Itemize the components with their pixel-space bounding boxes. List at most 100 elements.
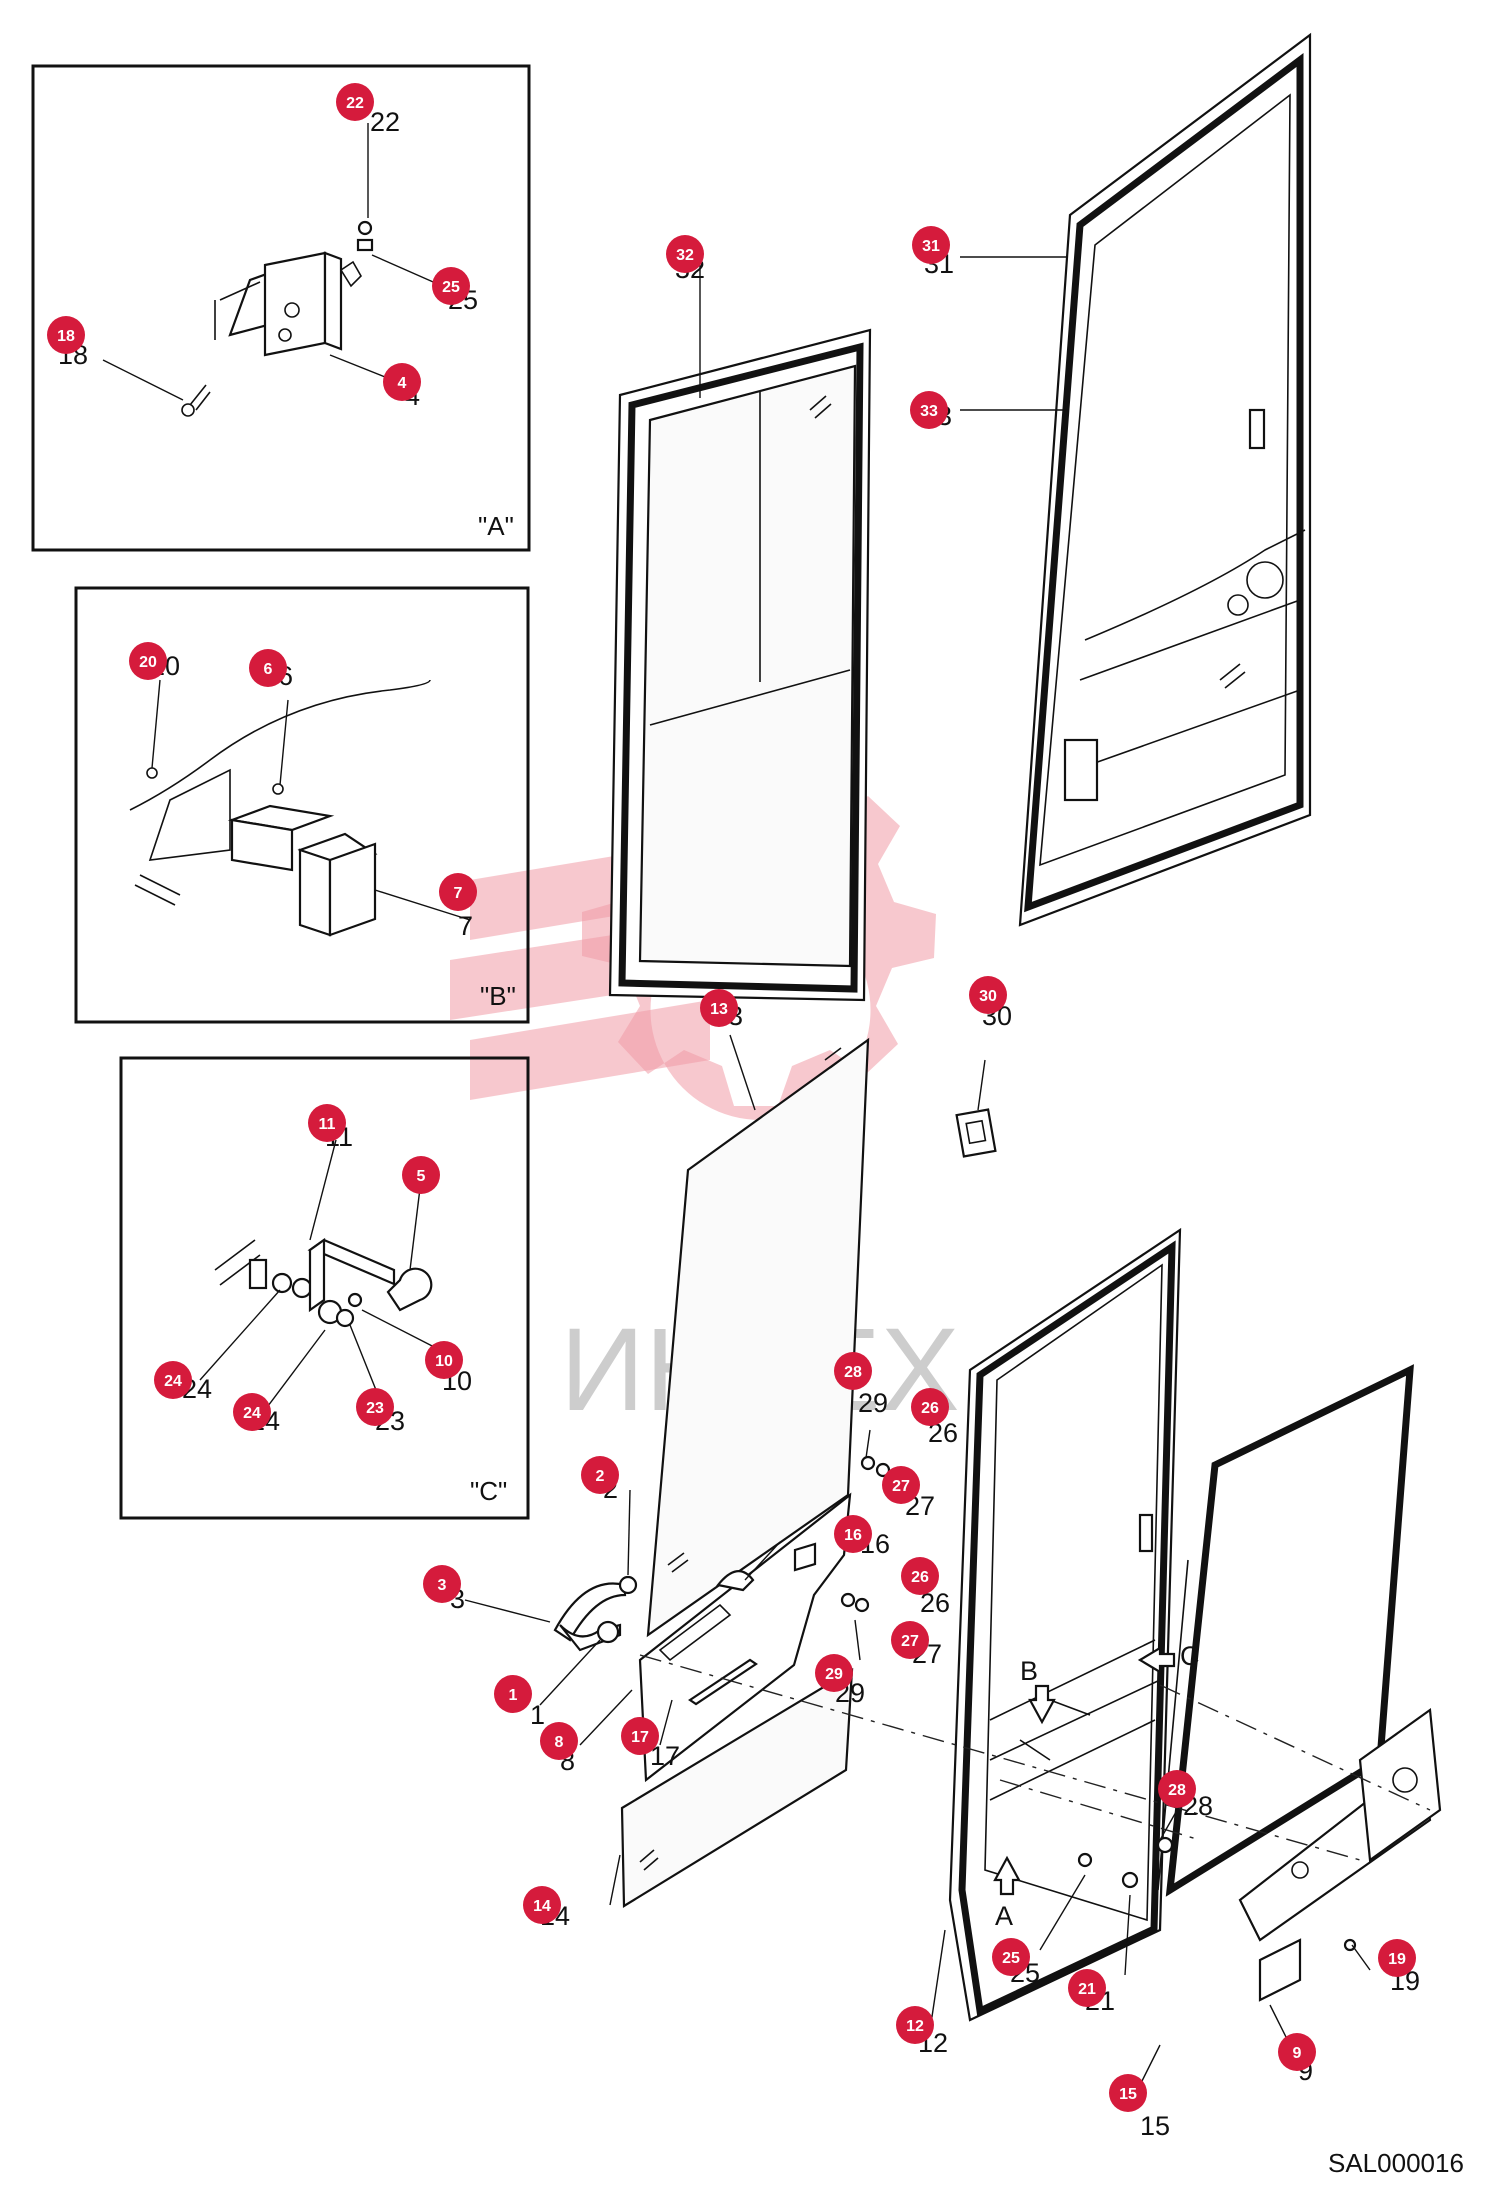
svg-text:23: 23 — [366, 1400, 384, 1417]
callout-26[interactable]: 26 — [911, 1388, 949, 1426]
detail-view-a: "A" — [31, 64, 531, 552]
part-9-bracket — [1238, 1708, 1442, 2002]
label-22: 22 — [370, 107, 400, 137]
svg-text:21: 21 — [1078, 1981, 1096, 1998]
callout-6[interactable]: 6 — [249, 649, 287, 687]
callout-13[interactable]: 13 — [700, 989, 738, 1027]
svg-text:9: 9 — [1293, 2045, 1302, 2062]
callout-27[interactable]: 27 — [882, 1466, 920, 1504]
callout-4[interactable]: 4 — [383, 363, 421, 401]
callout-26-second[interactable]: 26 — [901, 1557, 939, 1595]
callout-5[interactable]: 5 — [402, 1156, 440, 1194]
callout-15[interactable]: 15 — [1109, 2074, 1147, 2112]
callout-3[interactable]: 3 — [423, 1565, 461, 1603]
svg-text:B: B — [1020, 1656, 1038, 1686]
callout-9[interactable]: 9 — [1278, 2033, 1316, 2071]
svg-text:8: 8 — [555, 1734, 564, 1751]
svg-text:16: 16 — [844, 1527, 862, 1544]
svg-text:17: 17 — [631, 1729, 649, 1746]
callout-24-second[interactable]: 24 — [233, 1393, 271, 1431]
callout-33[interactable]: 33 — [910, 391, 948, 429]
svg-text:24: 24 — [243, 1405, 261, 1422]
callout-2[interactable]: 2 — [581, 1456, 619, 1494]
callout-12[interactable]: 12 — [896, 2006, 934, 2044]
callout-1[interactable]: 1 — [494, 1675, 532, 1713]
label-29a: 29 — [858, 1388, 888, 1418]
callout-31[interactable]: 31 — [912, 226, 950, 264]
callout-7[interactable]: 7 — [439, 873, 477, 911]
svg-text:14: 14 — [533, 1898, 551, 1915]
callout-25[interactable]: 25 — [432, 267, 470, 305]
view-arrow-a: A — [993, 1855, 1021, 1931]
callout-14[interactable]: 14 — [523, 1886, 561, 1924]
callout-30[interactable]: 30 — [969, 976, 1007, 1014]
small-hardware — [840, 1429, 1357, 1952]
callout-22[interactable]: 22 — [336, 83, 374, 121]
view-label-a: "A" — [478, 511, 514, 541]
svg-text:25: 25 — [442, 279, 460, 296]
callout-8[interactable]: 8 — [540, 1722, 578, 1760]
detail-view-c: "C" — [119, 1056, 530, 1520]
svg-text:28: 28 — [844, 1364, 862, 1381]
callout-32[interactable]: 32 — [666, 235, 704, 273]
svg-text:4: 4 — [398, 375, 407, 392]
svg-text:18: 18 — [57, 328, 75, 345]
part-30-latch — [955, 1059, 997, 1158]
svg-text:20: 20 — [139, 654, 157, 671]
svg-text:C: C — [1180, 1641, 1200, 1671]
part-13-glass — [646, 1037, 870, 1638]
callout-24[interactable]: 24 — [154, 1361, 192, 1399]
svg-text:25: 25 — [1002, 1950, 1020, 1967]
svg-text:7: 7 — [454, 885, 463, 902]
svg-text:A: A — [995, 1901, 1013, 1931]
callout-18[interactable]: 18 — [47, 316, 85, 354]
callout-20[interactable]: 20 — [129, 642, 167, 680]
drawing-code: SAL000016 — [1328, 2148, 1464, 2178]
handle-assembly — [553, 1492, 852, 1783]
callout-16[interactable]: 16 — [834, 1515, 872, 1553]
callout-10[interactable]: 10 — [425, 1341, 463, 1379]
svg-text:15: 15 — [1119, 2086, 1137, 2103]
svg-text:5: 5 — [417, 1168, 426, 1185]
svg-text:27: 27 — [892, 1478, 910, 1495]
callout-21[interactable]: 21 — [1068, 1969, 1106, 2007]
svg-text:3: 3 — [438, 1577, 447, 1594]
label-1: 1 — [530, 1700, 545, 1730]
leader-lines — [464, 256, 1371, 2106]
detail-view-b: "B" — [74, 586, 530, 1024]
svg-text:10: 10 — [435, 1353, 453, 1370]
svg-text:11: 11 — [319, 1116, 336, 1133]
part-31-door-frame-upper — [1018, 32, 1312, 927]
svg-text:22: 22 — [346, 95, 364, 112]
part-14-lower-glass — [620, 1667, 854, 1908]
svg-text:26: 26 — [911, 1569, 929, 1586]
callout-19[interactable]: 19 — [1378, 1939, 1416, 1977]
callout-17[interactable]: 17 — [621, 1717, 659, 1755]
svg-text:33: 33 — [920, 403, 938, 420]
svg-text:32: 32 — [676, 247, 694, 264]
svg-text:1: 1 — [509, 1687, 518, 1704]
label-15: 15 — [1140, 2111, 1170, 2141]
svg-text:6: 6 — [264, 661, 273, 678]
callout-23[interactable]: 23 — [356, 1388, 394, 1426]
callout-28[interactable]: 28 — [834, 1352, 872, 1390]
label-7: 7 — [458, 911, 473, 941]
view-arrow-b: B — [1020, 1656, 1056, 1725]
svg-text:19: 19 — [1388, 1951, 1406, 1968]
svg-text:31: 31 — [922, 238, 940, 255]
svg-text:24: 24 — [164, 1373, 182, 1390]
callout-29[interactable]: 29 — [815, 1654, 853, 1692]
svg-text:2: 2 — [596, 1468, 605, 1485]
callout-11[interactable]: 11 — [308, 1104, 346, 1142]
callout-28-second[interactable]: 28 — [1158, 1770, 1196, 1808]
view-label-c: "C" — [470, 1476, 507, 1506]
svg-text:12: 12 — [906, 2018, 924, 2035]
part-12-door-frame-lower — [948, 1227, 1182, 2022]
assembly-lines — [639, 1654, 1431, 1861]
svg-text:26: 26 — [921, 1400, 939, 1417]
callout-25-second[interactable]: 25 — [992, 1938, 1030, 1976]
view-label-b: "B" — [480, 981, 516, 1011]
callout-27-second[interactable]: 27 — [891, 1621, 929, 1659]
svg-text:29: 29 — [860, 1382, 878, 1399]
